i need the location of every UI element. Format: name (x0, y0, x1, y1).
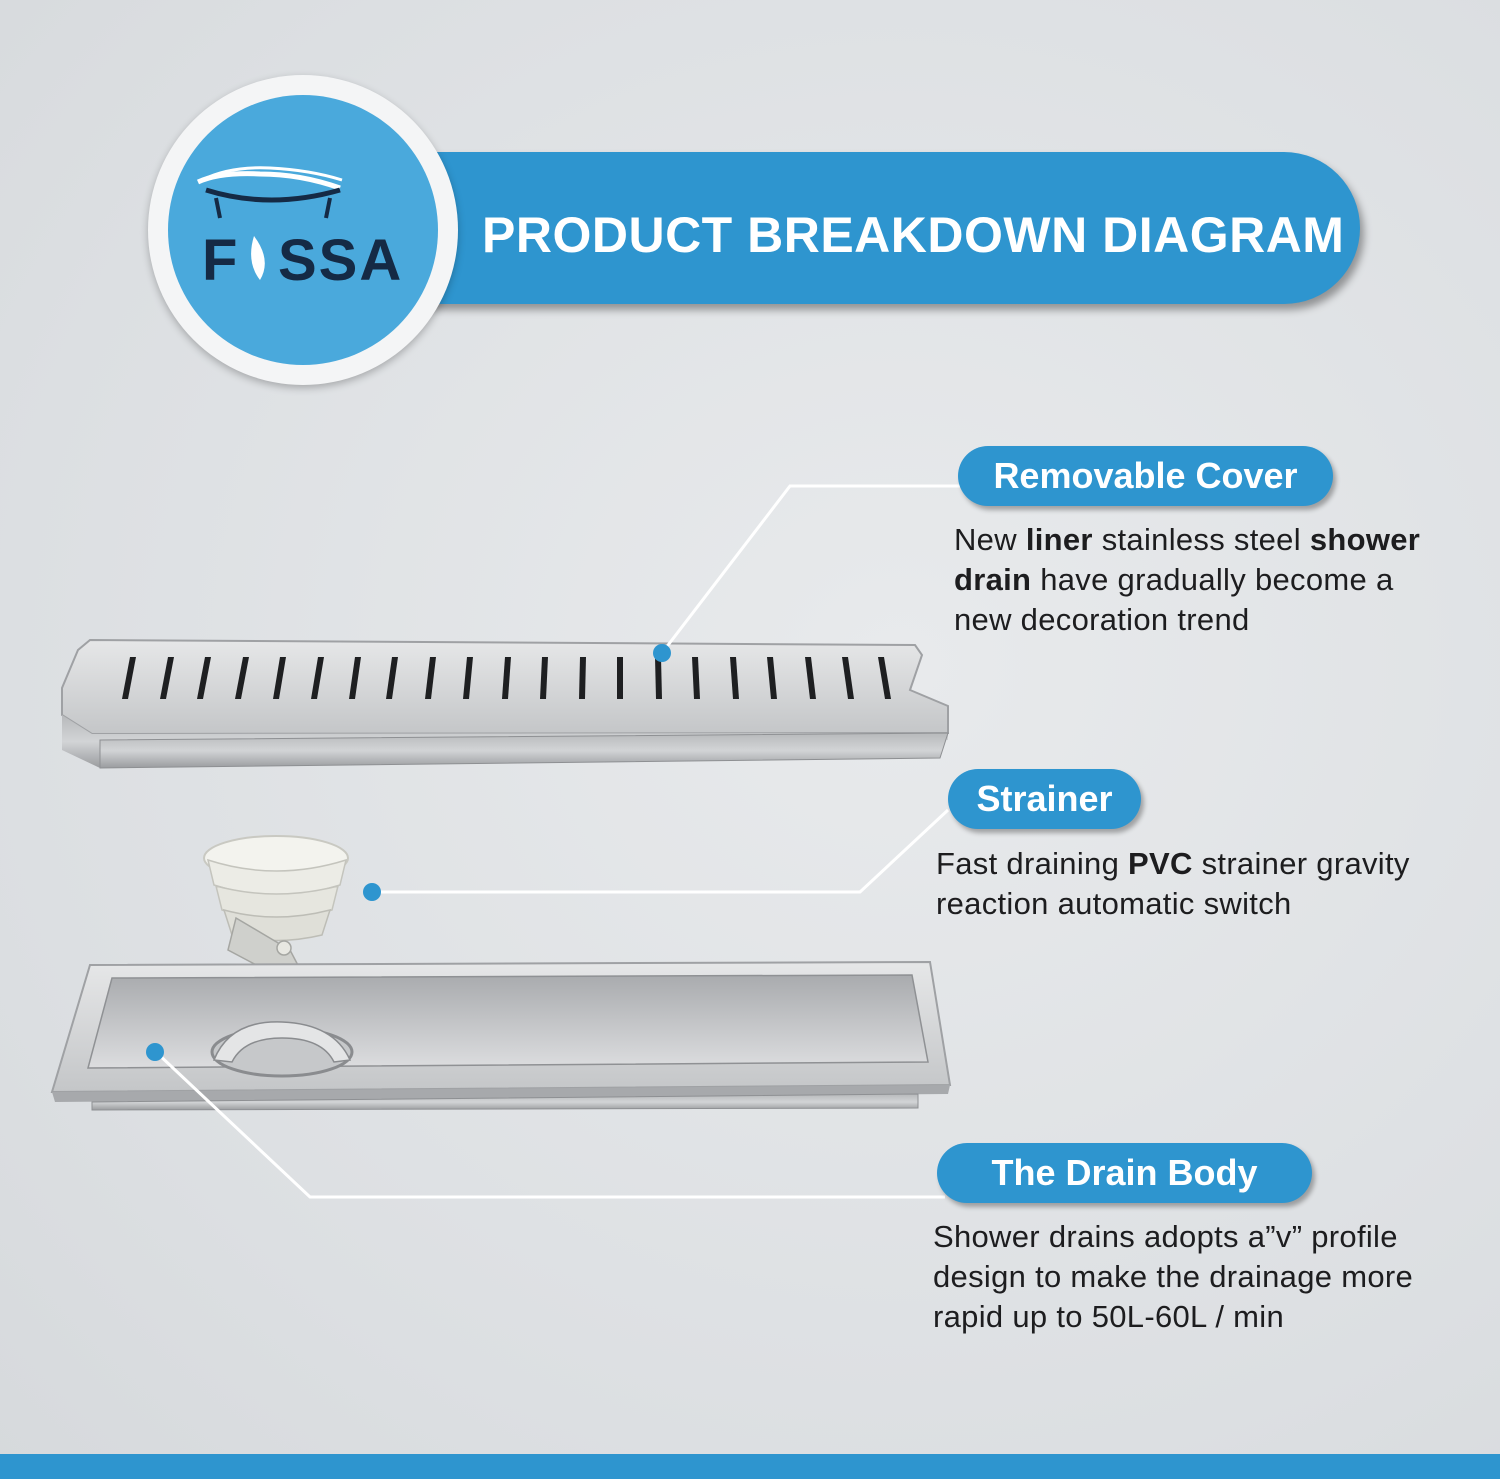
cover-leader-line (660, 484, 965, 654)
cover-marker-dot (653, 644, 671, 662)
removable-cover-description: New liner stainless steel shower drain h… (954, 522, 1421, 637)
footer-bar (0, 1454, 1500, 1479)
drain-body-label: The Drain Body (937, 1143, 1312, 1203)
removable-cover-label: Removable Cover (958, 446, 1333, 506)
bathtub-icon (196, 166, 343, 219)
logo-letter-f: F (202, 228, 239, 292)
brand-logo-text: F SSA (202, 222, 417, 308)
leaf-icon (251, 236, 265, 280)
body-marker-dot (146, 1043, 164, 1061)
drain-body-description: Shower drains adopts a”v” profile design… (933, 1219, 1414, 1334)
brand-logo-wordmark: F SSA (202, 228, 403, 293)
header-banner (330, 152, 1360, 304)
removable-cover-label-text: Removable Cover (993, 455, 1298, 496)
cover-slots (122, 657, 891, 699)
strainer-marker-dot (363, 883, 381, 901)
strainer-leader-line (372, 808, 950, 894)
strainer-description: Fast draining PVC strainer gravity react… (936, 846, 1410, 921)
page-title: PRODUCT BREAKDOWN DIAGRAM (482, 207, 1345, 263)
logo-disc (168, 95, 438, 365)
drain-body-image (50, 960, 952, 1111)
logo-letters-ssa: SSA (278, 228, 403, 292)
body-leader-line (154, 1050, 945, 1199)
drain-body-label-text: The Drain Body (991, 1152, 1258, 1193)
strainer-image (203, 835, 349, 999)
removable-cover-image (61, 638, 949, 769)
strainer-label: Strainer (948, 769, 1141, 829)
strainer-label-text: Strainer (976, 778, 1113, 819)
